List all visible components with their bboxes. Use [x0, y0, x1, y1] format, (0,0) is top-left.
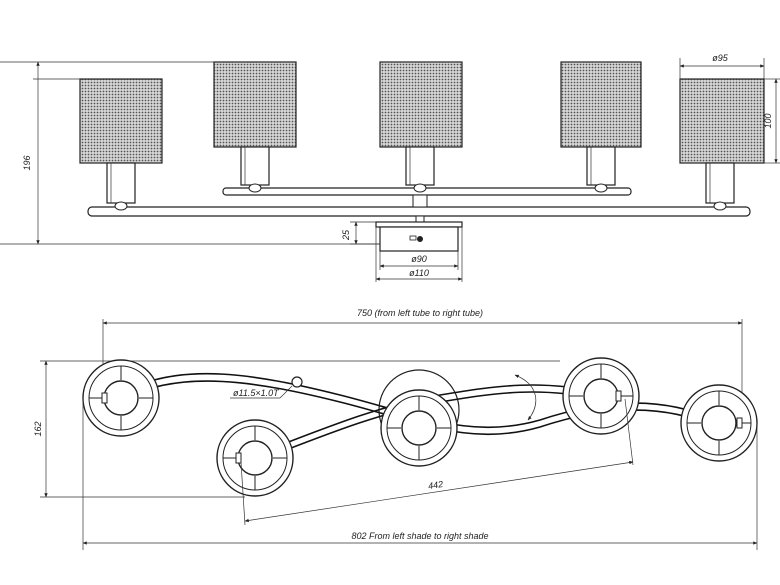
screw-label: ø11.5×1.0T: [233, 388, 280, 398]
front-shade-4: [560, 61, 642, 193]
canopy: [375, 221, 463, 252]
lower-tube: [87, 206, 751, 217]
upper-tube: [222, 187, 632, 196]
canopy-outer-label: ø110: [409, 268, 429, 278]
shade-span-label: 802 From left shade to right shade: [351, 531, 488, 541]
shade-diameter-label: ø95: [712, 53, 729, 63]
front-shade-5: [679, 78, 765, 211]
depth-label: 162: [33, 421, 43, 436]
top-shade-1: [82, 359, 160, 437]
inner-span-label: 442: [427, 479, 443, 491]
screw-hole: [291, 376, 303, 388]
top-view: 750 (from left tube to right tube) 162 ø…: [33, 308, 758, 550]
canopy-height-label: 25: [341, 229, 351, 241]
canopy-inner-label: ø90: [411, 254, 427, 264]
top-shade-2: [216, 419, 294, 497]
front-shade-1: [79, 78, 163, 211]
top-shade-4: [562, 357, 640, 435]
front-shade-3: [379, 61, 463, 193]
shade-height-label: 100: [763, 113, 773, 128]
tube-span-label: 750 (from left tube to right tube): [357, 308, 483, 318]
top-shade-5: [680, 384, 758, 462]
total-height-label: 196: [22, 155, 32, 170]
front-shade-2: [213, 61, 297, 193]
top-shade-3: [380, 389, 458, 467]
front-view: 196 ø95 100 25 ø90 ø110: [0, 53, 780, 282]
